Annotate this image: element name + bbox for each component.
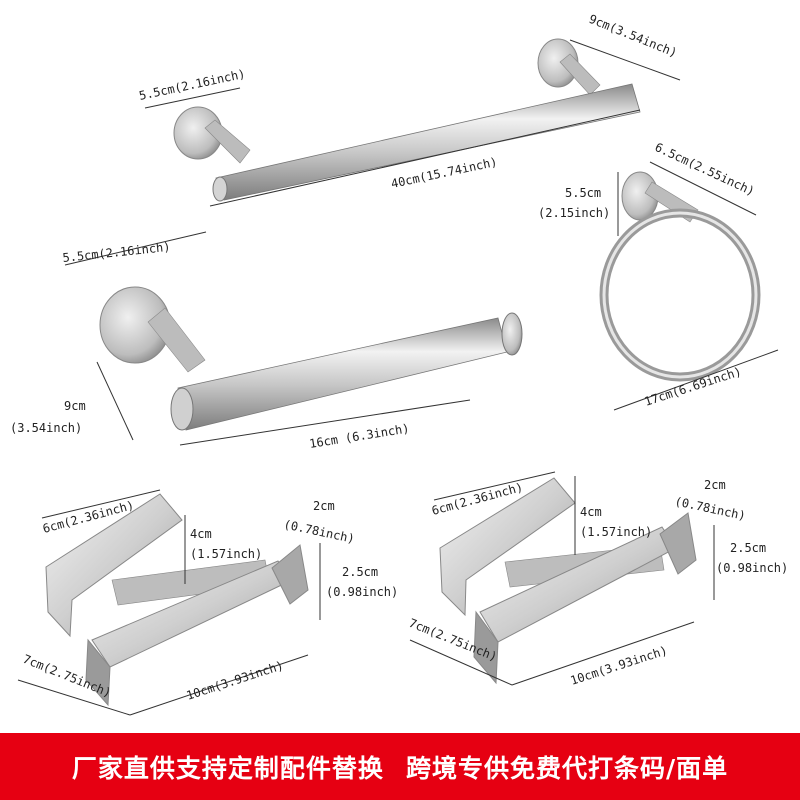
- hook-left-thick-cm-label: 2.5cm: [342, 565, 378, 579]
- hook-left-height-in-label: (1.57inch): [190, 547, 262, 561]
- dimension-lines: [17, 39, 779, 716]
- hook-right-height-in-label: (1.57inch): [580, 525, 652, 539]
- paper-holder-height-cm-label: 9cm: [64, 399, 86, 413]
- hook-right-thick-cm-label: 2.5cm: [730, 541, 766, 555]
- towel-bar: [173, 38, 641, 202]
- hook-left-tip-cm-label: 2cm: [313, 499, 335, 513]
- double-hook-left: [45, 493, 309, 707]
- product-illustration: 9cm(3.54inch) 5.5cm(2.16inch) 40cm(15.74…: [10, 12, 788, 716]
- paper-holder-base-label: 5.5cm(2.16inch): [62, 240, 171, 265]
- towel-bar-base-label: 5.5cm(2.16inch): [138, 67, 247, 103]
- hook-left-tip-in-label: (0.78inch): [282, 517, 356, 546]
- hook-left-height-cm-label: 4cm: [190, 527, 212, 541]
- paper-holder-length-label: 16cm (6.3inch): [308, 421, 410, 451]
- paper-holder: [99, 286, 523, 431]
- hook-right-tip-cm-label: 2cm: [704, 478, 726, 492]
- towel-ring: [599, 171, 761, 382]
- hook-left-thick-in-label: (0.98inch): [326, 585, 398, 599]
- double-hook-right: [439, 477, 697, 685]
- paper-holder-height-in-label: (3.54inch): [10, 421, 82, 435]
- towel-ring-depth-cm-label: 5.5cm: [565, 186, 601, 200]
- towel-ring-depth-in-label: (2.15inch): [538, 206, 610, 220]
- towel-bar-depth-label: 9cm(3.54inch): [587, 12, 679, 60]
- promo-banner: 厂家直供支持定制配件替换 跨境专供免费代打条码/面单: [0, 733, 800, 800]
- banner-left-text: 厂家直供支持定制配件替换: [71, 753, 384, 783]
- hook-right-length-label: 10cm(3.93inch): [569, 643, 670, 688]
- hook-right-thick-in-label: (0.98inch): [716, 561, 788, 575]
- hook-right-height-cm-label: 4cm: [580, 505, 602, 519]
- banner-right-text: 跨境专供免费代打条码/面单: [405, 753, 729, 783]
- hook-left-length-label: 10cm(3.93inch): [185, 658, 286, 703]
